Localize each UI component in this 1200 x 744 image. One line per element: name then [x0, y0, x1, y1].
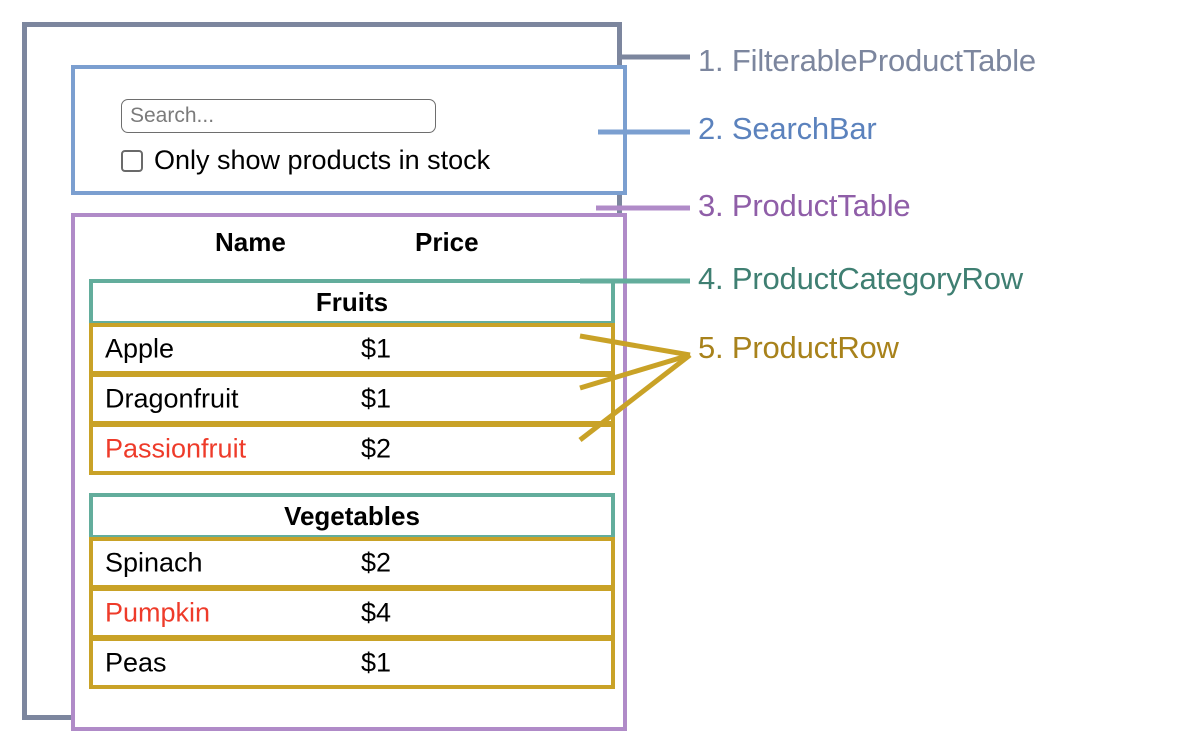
annotation-label-2: 2. SearchBar [698, 111, 877, 147]
annotation-label-3: 3. ProductTable [698, 188, 911, 224]
product-name: Spinach [105, 547, 203, 578]
product-price: $1 [361, 647, 392, 678]
product-price: $1 [361, 383, 392, 414]
product-row[interactable]: Peas $1 [89, 637, 615, 689]
product-row[interactable]: Spinach $2 [89, 537, 615, 589]
annotation-text-2: SearchBar [731, 111, 877, 146]
product-price: $2 [361, 547, 392, 578]
annotation-text-3: ProductTable [731, 188, 911, 223]
product-table-container: Name Price Fruits Apple $1 Dragonfruit $… [71, 213, 627, 731]
checkbox-unchecked-icon[interactable] [121, 149, 143, 172]
column-header-name: Name [215, 227, 286, 257]
annotation-text-1: FilterableProductTable [731, 43, 1036, 78]
search-bar-container: Only show products in stock [71, 65, 627, 195]
annotation-label-1: 1. FilterableProductTable [698, 43, 1036, 79]
product-category-row: Fruits [89, 279, 615, 325]
annotation-number-3: 3. [698, 188, 724, 223]
filterable-product-table-container: Only show products in stock Name Price F… [22, 22, 627, 731]
product-row[interactable]: Apple $1 [89, 323, 615, 375]
annotation-label-4: 4. ProductCategoryRow [698, 261, 1023, 297]
search-input[interactable] [121, 99, 436, 133]
group-spacer [89, 475, 615, 493]
product-row[interactable]: Pumpkin $4 [89, 587, 615, 639]
product-category-row: Vegetables [89, 493, 615, 539]
product-rows-wrapper: Fruits Apple $1 Dragonfruit $1 Passionfr… [89, 279, 615, 689]
annotation-number-5: 5. [698, 330, 724, 365]
product-category-label: Fruits [315, 287, 389, 317]
product-category-label: Vegetables [284, 501, 420, 531]
annotation-number-4: 4. [698, 261, 724, 296]
only-in-stock-row[interactable]: Only show products in stock [121, 147, 490, 174]
annotation-text-5: ProductRow [731, 330, 899, 365]
annotation-number-2: 2. [698, 111, 724, 146]
product-name: Peas [105, 647, 167, 678]
product-table-header: Name Price [75, 227, 623, 265]
product-price: $4 [361, 597, 392, 628]
only-in-stock-label: Only show products in stock [154, 145, 491, 175]
product-price: $2 [361, 433, 392, 464]
annotation-number-1: 1. [698, 43, 724, 78]
product-name: Passionfruit [105, 433, 247, 464]
product-row[interactable]: Passionfruit $2 [89, 423, 615, 475]
column-header-price: Price [415, 227, 479, 257]
product-name: Apple [105, 333, 175, 364]
product-name: Dragonfruit [105, 383, 239, 414]
product-row[interactable]: Dragonfruit $1 [89, 373, 615, 425]
product-price: $1 [361, 333, 392, 364]
product-name: Pumpkin [105, 597, 211, 628]
annotation-label-5: 5. ProductRow [698, 330, 899, 366]
annotation-text-4: ProductCategoryRow [731, 261, 1023, 296]
